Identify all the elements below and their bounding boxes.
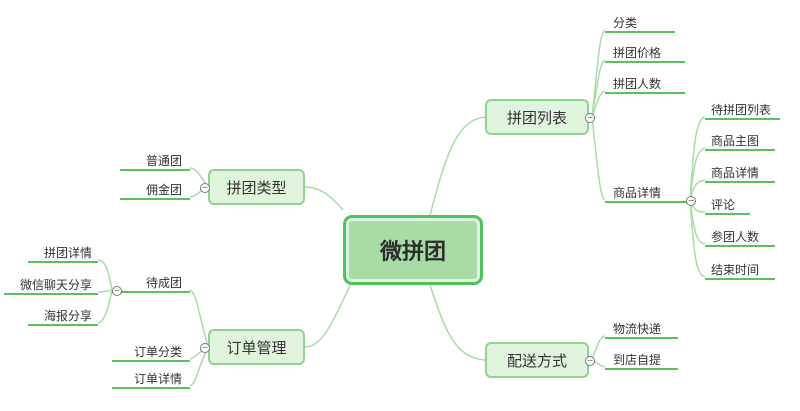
link-list-detail	[591, 116, 606, 201]
leaf-pending-group-list[interactable]: 待拼团列表	[711, 102, 772, 117]
leaf-express[interactable]: 物流快递	[613, 321, 662, 336]
leaf-underline	[705, 118, 780, 120]
leaf-goods-detail[interactable]: 商品详情	[613, 185, 662, 200]
leaf-group-people[interactable]: 拼团人数	[613, 76, 662, 91]
leaf-group-price[interactable]: 拼团价格	[613, 45, 662, 60]
leaf-group-detail[interactable]: 拼团详情	[43, 245, 92, 260]
link-root-delivery	[429, 284, 486, 361]
leaf-underline	[705, 245, 775, 247]
link-detail-pending	[689, 116, 706, 201]
leaf-underline	[4, 293, 98, 295]
collapse-toggle-order[interactable]: −	[200, 343, 210, 353]
leaf-underline	[605, 201, 690, 203]
leaf-order-detail[interactable]: 订单详情	[133, 371, 182, 386]
leaf-order-category[interactable]: 订单分类	[133, 344, 182, 359]
leaf-underline	[705, 278, 775, 280]
leaf-end-time[interactable]: 结束时间	[711, 262, 760, 277]
link-list-price	[591, 59, 606, 118]
leaf-pickup[interactable]: 到店自提	[613, 352, 662, 367]
leaf-wechat-share[interactable]: 微信聊天分享	[19, 277, 92, 292]
branch-group-list[interactable]: 拼团列表	[485, 99, 589, 135]
link-list-category	[591, 29, 606, 118]
leaf-underline	[120, 198, 190, 200]
leaf-underline	[605, 92, 685, 94]
leaf-pending-group[interactable]: 待成团	[145, 275, 182, 290]
branch-order-management[interactable]: 订单管理	[208, 329, 305, 365]
link-pending-poster	[97, 289, 113, 324]
leaf-normal-group[interactable]: 普通团	[145, 153, 182, 168]
leaf-underline	[112, 291, 190, 293]
link-root-list	[429, 116, 486, 216]
leaf-underline	[112, 387, 190, 389]
link-delivery-express	[591, 335, 606, 361]
link-list-people	[591, 90, 606, 118]
collapse-toggle-list[interactable]: −	[585, 113, 595, 123]
leaf-underline	[605, 368, 678, 370]
link-detail-mainimage	[689, 147, 706, 201]
leaf-underline	[605, 31, 675, 33]
collapse-toggle-type[interactable]: −	[200, 183, 210, 193]
leaf-goods-detail-sub[interactable]: 商品详情	[711, 165, 760, 180]
leaf-underline	[705, 213, 750, 215]
leaf-underline	[112, 360, 190, 362]
link-root-type	[304, 186, 344, 211]
root-node[interactable]: 微拼团	[343, 215, 483, 285]
leaf-underline	[28, 261, 98, 263]
link-pending-wechat	[97, 289, 113, 293]
collapse-toggle-pending[interactable]: −	[112, 286, 122, 296]
link-order-pending	[189, 289, 209, 348]
link-root-order	[304, 284, 351, 348]
leaf-underline	[28, 324, 98, 326]
leaf-commission-group[interactable]: 佣金团	[145, 182, 182, 197]
leaf-main-image[interactable]: 商品主图	[711, 133, 760, 148]
link-detail-endtime	[689, 199, 706, 278]
collapse-toggle-delivery[interactable]: −	[585, 356, 595, 366]
collapse-toggle-goods-detail[interactable]: −	[686, 196, 696, 206]
branch-group-type[interactable]: 拼团类型	[208, 169, 305, 205]
link-pending-groupdetail	[97, 259, 113, 291]
leaf-underline	[605, 337, 678, 339]
leaf-underline	[705, 149, 775, 151]
leaf-underline	[120, 169, 190, 171]
leaf-underline	[605, 61, 685, 63]
leaf-poster-share[interactable]: 海报分享	[43, 308, 92, 323]
branch-delivery-method[interactable]: 配送方式	[485, 342, 589, 378]
leaf-underline	[705, 181, 775, 183]
leaf-comment[interactable]: 评论	[711, 197, 736, 212]
leaf-participants[interactable]: 参团人数	[711, 229, 760, 244]
leaf-category[interactable]: 分类	[613, 15, 638, 30]
